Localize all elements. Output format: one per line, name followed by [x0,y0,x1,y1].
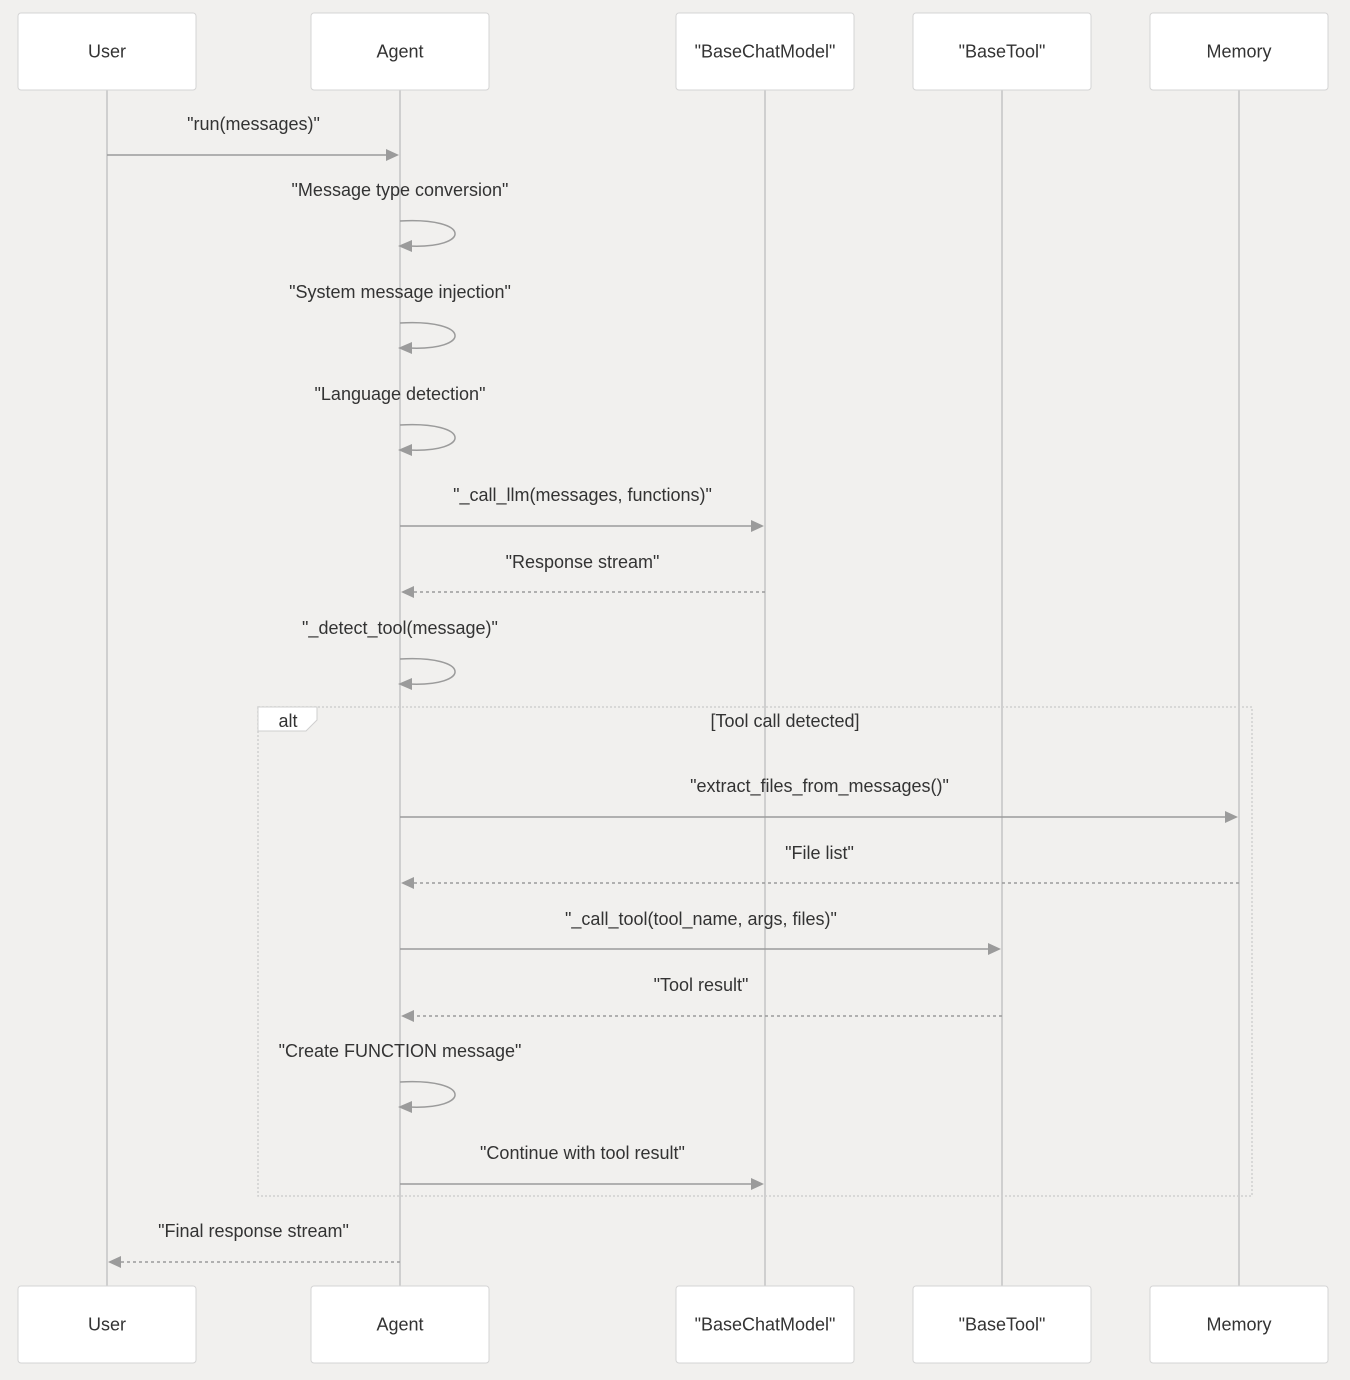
arrow-head [398,342,412,354]
arrow-head [398,240,412,252]
participant-label: Agent [376,41,423,61]
participant-label: Agent [376,1314,423,1334]
message-label: "_detect_tool(message)" [302,618,498,639]
arrow-head [398,444,412,456]
participant-top-0: User [17,12,197,91]
message-1: "Message type conversion" [292,180,509,252]
message-label: "Final response stream" [158,1221,349,1241]
arrow-head [988,943,1001,955]
arrow-head [386,149,399,161]
arrow-head [751,1178,764,1190]
lifelines [106,90,1240,1286]
participant-label: Memory [1206,41,1271,61]
self-arrow [399,321,456,349]
participant-box [17,1285,197,1364]
arrow-head [401,1010,414,1022]
message-10: "Tool result" [401,975,1002,1022]
participant-top-1: Agent [310,12,490,91]
participant-bottom-2: "BaseChatModel" [675,1285,855,1364]
participant-bottom-1: Agent [310,1285,490,1364]
participant-box [1149,1285,1329,1364]
message-label: "_call_llm(messages, functions)" [453,485,712,506]
alt-keyword: alt [278,711,297,731]
participant-label: "BaseChatModel" [695,41,836,61]
participants-bottom: User Agent "BaseChatModel" "BaseTool" Memory [17,1285,1329,1364]
message-11: "Create FUNCTION message" [279,1041,522,1113]
message-label: "run(messages)" [187,114,320,134]
messages: "run(messages)" "Message type conversion"… [107,114,1239,1268]
participant-label: User [88,41,126,61]
message-4: "_call_llm(messages, functions)" [400,485,764,532]
message-13: "Final response stream" [108,1221,400,1268]
participant-box [912,12,1092,91]
alt-frame-tab [257,706,318,732]
participant-bottom-0: User [17,1285,197,1364]
message-label: "Create FUNCTION message" [279,1041,522,1061]
self-arrow [399,1080,456,1108]
participant-top-2: "BaseChatModel" [675,12,855,91]
message-0: "run(messages)" [107,114,399,161]
participant-label: "BaseTool" [959,41,1046,61]
alt-frame: alt [Tool call detected] [257,706,1253,1197]
message-6: "_detect_tool(message)" [302,618,498,690]
participant-box [912,1285,1092,1364]
participant-box [1149,12,1329,91]
self-arrow [399,219,456,247]
participant-top-3: "BaseTool" [912,12,1092,91]
message-label: "_call_tool(tool_name, args, files)" [565,909,837,930]
participants-top: User Agent "BaseChatModel" "BaseTool" Memory [17,12,1329,91]
participant-label: Memory [1206,1314,1271,1334]
message-5: "Response stream" [401,552,765,598]
self-arrow [399,423,456,451]
alt-condition: [Tool call detected] [710,711,859,731]
participant-box [17,12,197,91]
arrow-head [1225,811,1238,823]
participant-bottom-3: "BaseTool" [912,1285,1092,1364]
message-label: "System message injection" [289,282,511,302]
arrow-head [751,520,764,532]
message-label: "Response stream" [506,552,660,572]
arrow-head [401,586,414,598]
message-9: "_call_tool(tool_name, args, files)" [400,909,1001,955]
message-2: "System message injection" [289,282,511,354]
arrow-head [398,1101,412,1113]
message-12: "Continue with tool result" [400,1143,764,1190]
arrow-head [108,1256,121,1268]
participant-box [310,1285,490,1364]
participant-box [675,12,855,91]
self-arrow [399,657,456,685]
message-label: "Language detection" [315,384,486,404]
participant-label: "BaseTool" [959,1314,1046,1334]
message-label: "Tool result" [654,975,749,995]
message-7: "extract_files_from_messages()" [400,776,1238,823]
message-label: "Message type conversion" [292,180,509,200]
message-8: "File list" [401,843,1239,889]
participant-bottom-4: Memory [1149,1285,1329,1364]
participant-label: User [88,1314,126,1334]
participant-top-4: Memory [1149,12,1329,91]
message-label: "Continue with tool result" [480,1143,685,1163]
arrow-head [401,877,414,889]
participant-label: "BaseChatModel" [695,1314,836,1334]
message-label: "File list" [785,843,854,863]
alt-frame-border [257,706,1253,1197]
arrow-head [398,678,412,690]
message-label: "extract_files_from_messages()" [690,776,949,797]
participant-box [675,1285,855,1364]
participant-box [310,12,490,91]
message-3: "Language detection" [315,384,486,456]
